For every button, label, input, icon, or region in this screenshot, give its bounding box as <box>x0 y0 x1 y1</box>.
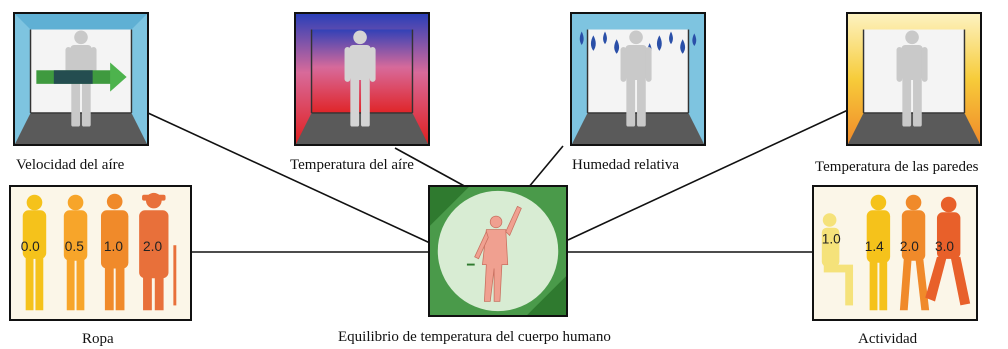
clothing-value-0: 0.0 <box>21 239 40 254</box>
activity-value-3: 3.0 <box>935 239 954 254</box>
clothing-label: Ropa <box>82 330 114 348</box>
air-temperature-panel <box>294 12 430 146</box>
center-label: Equilibrio de temperatura del cuerpo hum… <box>338 328 611 346</box>
activity-panel: 1.0 1.4 2.0 3.0 <box>812 185 978 321</box>
line-relative-humidity <box>528 146 563 188</box>
clothing-panel: 0.0 0.5 1.0 2.0 <box>9 185 192 321</box>
clothing-value-1: 0.5 <box>65 239 84 254</box>
air-velocity-panel <box>13 12 149 146</box>
wall-temperature-panel <box>846 12 982 146</box>
center-panel <box>428 185 568 317</box>
relative-humidity-label: Humedad relativa <box>572 156 679 174</box>
activity-label: Actividad <box>858 330 917 348</box>
relative-humidity-panel <box>570 12 706 146</box>
activity-value-0: 1.0 <box>822 231 841 246</box>
activity-value-1: 1.4 <box>865 239 884 254</box>
air-temperature-label: Temperatura del aíre <box>290 156 414 174</box>
air-velocity-label: Velocidad del aíre <box>16 156 124 174</box>
clothing-value-2: 1.0 <box>104 239 123 254</box>
wall-temperature-label: Temperatura de las paredes <box>815 158 978 176</box>
activity-value-2: 2.0 <box>900 239 919 254</box>
clothing-value-3: 2.0 <box>143 239 162 254</box>
